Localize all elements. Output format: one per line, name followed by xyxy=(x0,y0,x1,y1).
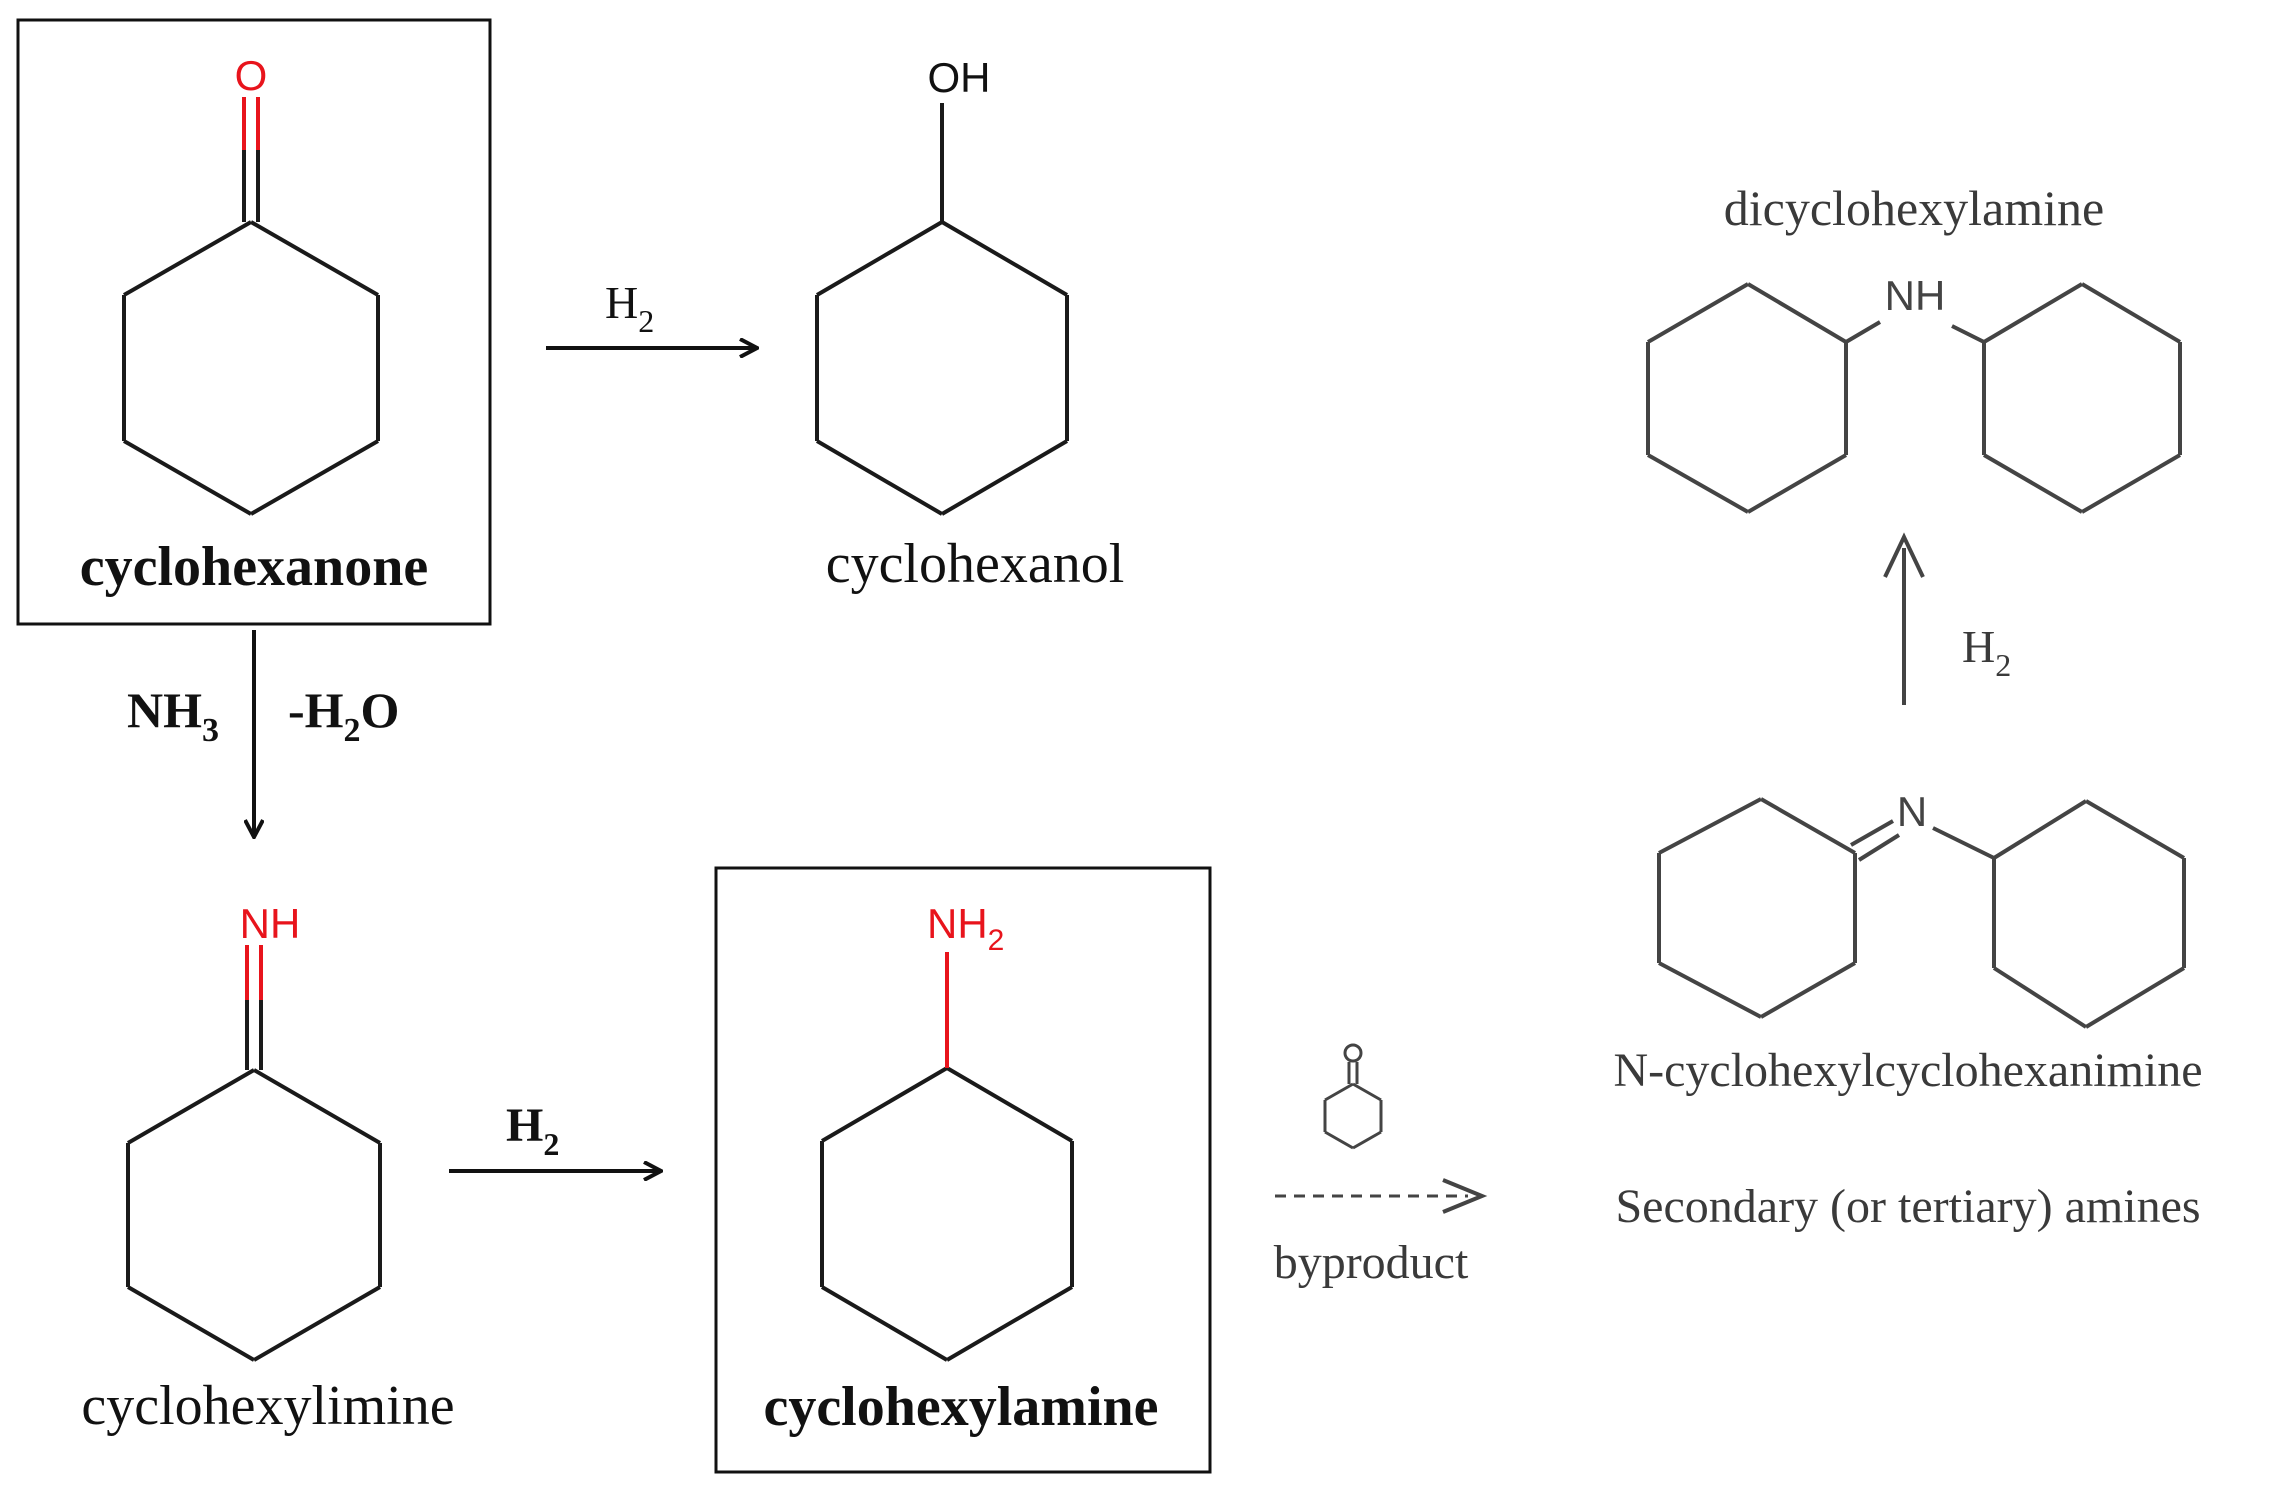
reagent-nh3: NH3 xyxy=(127,682,219,749)
dicyclohexylamine-nh-label: NH xyxy=(1885,272,1946,319)
cyclohexylimine-structure xyxy=(126,945,382,1362)
cyclohexanone-box xyxy=(16,18,492,626)
reagent-h2-to-secondary: H2 xyxy=(1962,621,2011,683)
cyclohexanol-oh-label: OH xyxy=(928,54,991,101)
cyclohexanone-name: cyclohexanone xyxy=(80,536,428,598)
arrow-to-dicyclohexylamine-head xyxy=(1883,532,1925,578)
secondary-amines-label: Secondary (or tertiary) amines xyxy=(1615,1180,2200,1233)
reagent-h2-to-amine: H2 xyxy=(506,1099,559,1162)
cyclohexanol-name: cyclohexanol xyxy=(826,533,1125,595)
reagent-minus-water: -H2O xyxy=(288,682,399,749)
cyclohexylamine-structure xyxy=(820,952,1074,1362)
cyclohexanone-oxygen-label: O xyxy=(235,52,268,99)
imine-dimer-structure xyxy=(1657,797,2186,1029)
cyclohexylamine-box xyxy=(714,866,1212,1474)
byproduct-label: byproduct xyxy=(1274,1236,1469,1289)
cyclohexanol-structure xyxy=(815,103,1069,516)
cyclohexylamine-name: cyclohexylamine xyxy=(763,1376,1158,1438)
imine-dimer-name: N-cyclohexylcyclohexanimine xyxy=(1613,1044,2202,1097)
small-cyclohexanone-icon xyxy=(1323,1043,1383,1150)
dicyclohexylamine-name: dicyclohexylamine xyxy=(1724,180,2104,236)
cyclohexylimine-nh-label: NH xyxy=(240,900,301,947)
byproduct-arrowhead xyxy=(1442,1178,1488,1214)
reagent-h2-to-alcohol: H2 xyxy=(605,277,654,339)
dicyclohexylamine-structure xyxy=(1646,282,2182,514)
cyclohexylimine-name: cyclohexylimine xyxy=(81,1375,454,1437)
cyclohexylamine-nh2-label: NH2 xyxy=(927,900,1004,957)
imine-dimer-n-label: N xyxy=(1897,788,1927,835)
cyclohexanone-structure xyxy=(122,97,380,516)
